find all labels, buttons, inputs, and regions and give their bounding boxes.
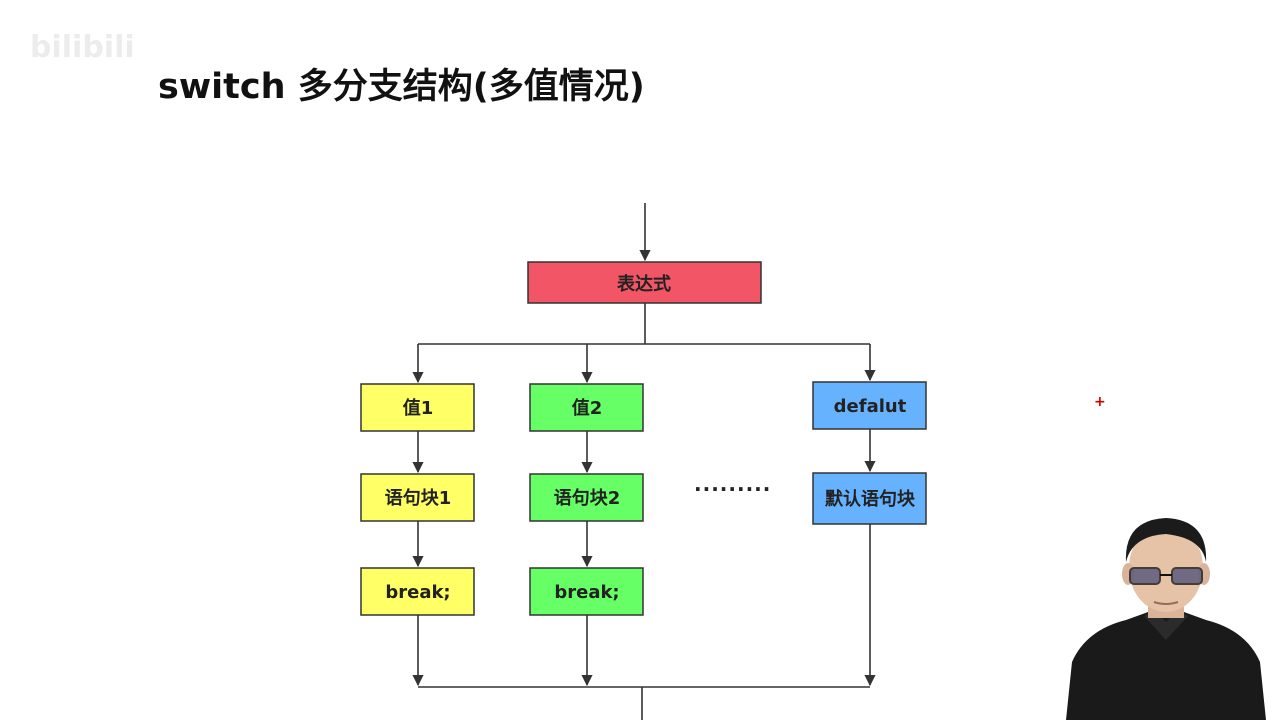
case2-break-box — [529, 567, 644, 616]
case2-value-label: 值2 — [572, 397, 603, 419]
bilibili-logo-icon: bilibili — [30, 29, 135, 65]
default-block-box — [812, 472, 927, 525]
case1-break-box — [360, 567, 475, 616]
case1-break-label: break; — [385, 582, 450, 603]
bilibili-watermark: bilibili — [22, 29, 135, 65]
case1-block-label: 语句块1 — [385, 487, 452, 509]
expression-label: 表达式 — [617, 273, 671, 295]
presenter-figure-icon — [1066, 518, 1266, 720]
case2-block-box — [529, 473, 644, 522]
case2-value-box — [529, 383, 644, 432]
presenter-video — [1066, 512, 1266, 720]
default-value-label: defalut — [834, 396, 907, 417]
case1-block-box — [360, 473, 475, 522]
case2-block-label: 语句块2 — [554, 487, 621, 509]
case1-value-label: 值1 — [403, 397, 434, 419]
slide-title: switch 多分支结构(多值情况) — [158, 67, 645, 107]
case2-break-label: break; — [554, 582, 619, 603]
cursor-crosshair-icon: + — [1094, 394, 1106, 410]
case1-value-box — [360, 383, 475, 432]
ellipsis-more-cases: ......... — [694, 472, 772, 496]
default-block-label: 默认语句块 — [825, 488, 916, 510]
